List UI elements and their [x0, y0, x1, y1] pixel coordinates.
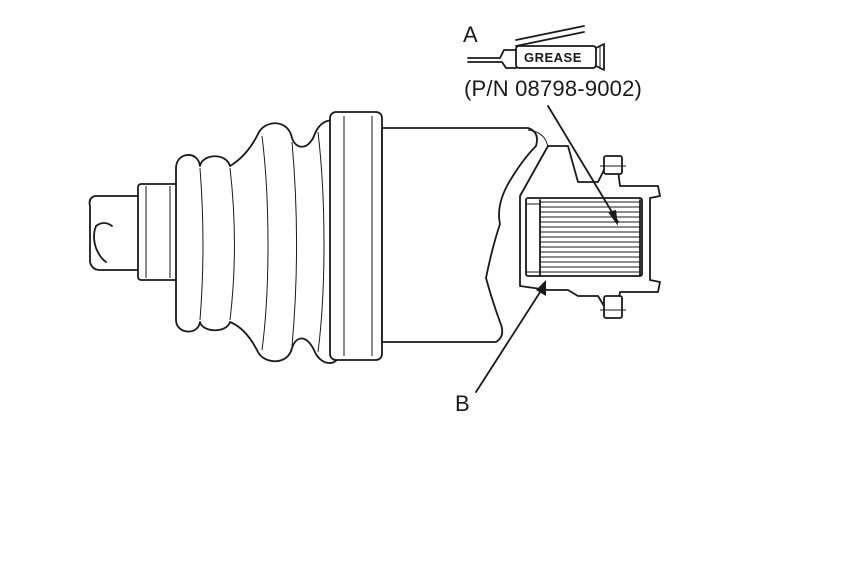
large-boot-clamp	[329, 111, 383, 361]
splines	[540, 201, 640, 273]
callout-a: A	[463, 22, 478, 47]
cv-boot	[175, 119, 341, 364]
leader-a	[547, 105, 619, 226]
spline-coupling	[519, 145, 661, 319]
callout-b: B	[455, 391, 470, 416]
grease-label: GREASE	[524, 50, 582, 65]
small-boot-clamp	[137, 183, 179, 281]
grease-tube-icon	[467, 25, 605, 71]
leader-b	[475, 280, 546, 393]
axle-shaft	[88, 195, 146, 271]
part-number: (P/N 08798-9002)	[464, 76, 643, 101]
